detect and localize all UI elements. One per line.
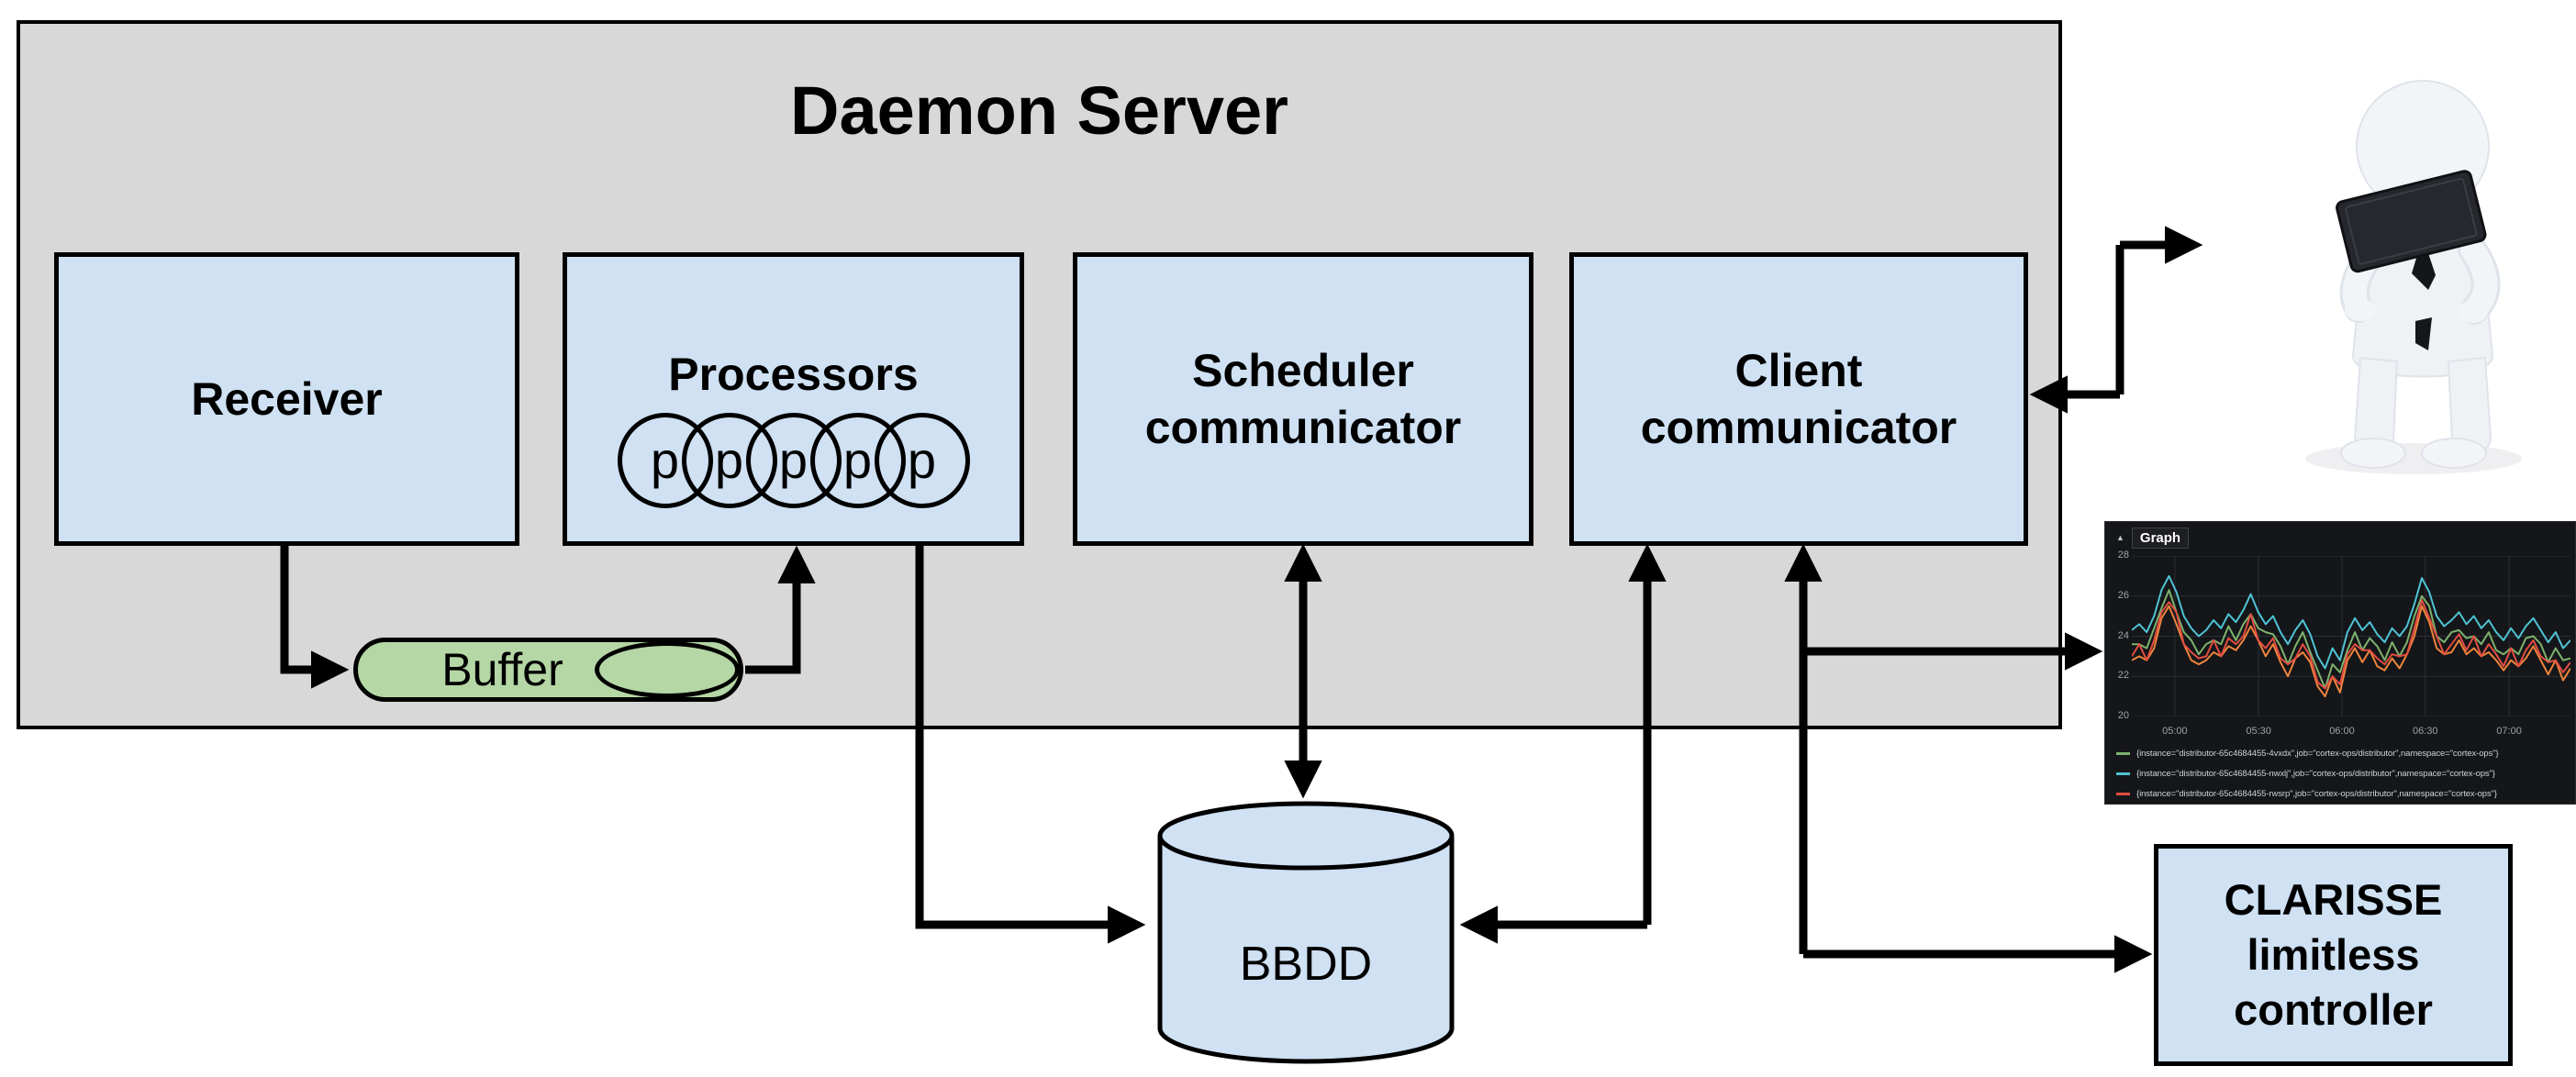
x-tick-label: 06:00 (2329, 726, 2355, 737)
legend-series-label: {instance="distributor-65c4684455-nwxlj"… (2136, 768, 2495, 779)
y-tick-label: 28 (2117, 550, 2129, 561)
legend-series-label: {instance="distributor-65c4684455-4vxdx"… (2136, 748, 2499, 759)
legend-series-dash (2116, 751, 2130, 755)
y-tick-label: 22 (2117, 670, 2129, 682)
buffer-label: Buffer (441, 644, 563, 695)
database-cylinder-icon (1157, 801, 1455, 1064)
scheduler-communicator-node: Scheduler communicator (1073, 252, 1533, 546)
legend-row[interactable]: {instance="distributor-65c4684455-4vxdx"… (2116, 743, 2571, 763)
y-tick-label: 26 (2117, 589, 2129, 601)
legend-series-dash (2116, 792, 2130, 795)
graph-legend: {instance="distributor-65c4684455-4vxdx"… (2116, 743, 2571, 804)
y-tick-label: 20 (2117, 710, 2129, 721)
graph-plot-area (2131, 555, 2571, 717)
x-tick-label: 05:30 (2246, 726, 2271, 737)
legend-row[interactable]: {instance="distributor-65c4684455-nwxlj"… (2116, 763, 2571, 783)
client-communicator-label: Client communicator (1640, 344, 1957, 454)
chart-series-line (2131, 599, 2571, 690)
x-tick-label: 05:00 (2162, 726, 2188, 737)
x-tick-label: 06:30 (2413, 726, 2438, 737)
daemon-server-title: Daemon Server (790, 72, 1288, 149)
user-figure (2258, 44, 2542, 482)
legend-series-label: {instance="distributor-65c4684455-rwsrp"… (2136, 788, 2497, 799)
legend-row[interactable]: {instance="distributor-65c4684455-rwsrp"… (2116, 783, 2571, 804)
chart-series-line (2131, 605, 2571, 698)
bbdd-database: BBDD (1154, 799, 1457, 1067)
timeseries-chart (2131, 555, 2571, 717)
receiver-node: Receiver (54, 252, 519, 546)
graph-panel-title[interactable]: Graph (2131, 527, 2190, 549)
clarisse-label: CLARISSE limitless controller (2224, 874, 2443, 1035)
chart-series-line (2132, 589, 2571, 690)
scheduler-communicator-label: Scheduler communicator (1144, 344, 1462, 454)
receiver-label: Receiver (191, 372, 383, 425)
collapse-caret-icon[interactable]: ▲ (2116, 533, 2124, 542)
processor-worker-circle: p (874, 413, 970, 508)
clarisse-limitless-controller-node: CLARISSE limitless controller (2154, 844, 2513, 1066)
x-tick-label: 07:00 (2496, 726, 2522, 737)
grafana-graph-panel: ▲ Graph 28 26 24 22 20 05:00 05:30 06:00 06:30 0… (2104, 521, 2576, 805)
buffer-token-ellipse (595, 641, 740, 698)
graph-panel-header: ▲ Graph (2105, 522, 2575, 553)
legend-series-dash (2116, 772, 2130, 775)
processors-label: Processors (668, 348, 919, 400)
y-tick-label: 24 (2117, 629, 2129, 641)
processor-worker-circle: p (809, 413, 906, 508)
bbdd-label: BBDD (1239, 938, 1373, 991)
buffer-queue: Buffer (353, 638, 743, 702)
person-with-tablet-icon (2305, 80, 2522, 474)
client-communicator-node: Client communicator (1569, 252, 2028, 546)
chart-series-line (2131, 574, 2571, 670)
